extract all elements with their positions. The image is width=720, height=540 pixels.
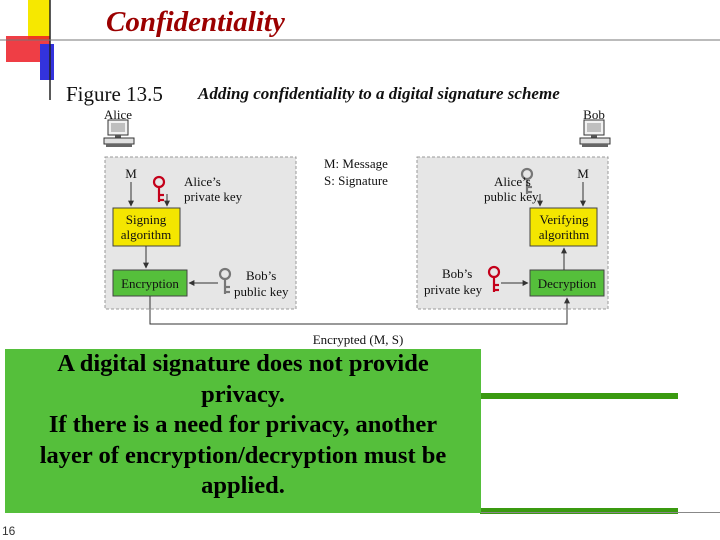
- note-line: layer of encryption/decryption must be: [39, 441, 447, 469]
- diagram-label: algorithm: [121, 227, 172, 242]
- legend-message: M: Message: [324, 156, 388, 171]
- accent-bar: [480, 508, 678, 514]
- diagram-label: private key: [424, 282, 483, 297]
- slide-title: Confidentiality: [106, 6, 285, 38]
- accent-bar: [480, 393, 678, 399]
- encryption-box: [112, 269, 188, 297]
- diagram-label: public key: [484, 189, 539, 204]
- alice-label: Alice: [104, 107, 132, 122]
- figure-number: Figure 13.5: [66, 82, 163, 106]
- signing-algorithm-box: [112, 207, 181, 247]
- diagram-label: Encryption: [121, 276, 179, 291]
- diagram-label: Signing: [126, 212, 167, 227]
- corner-decoration: [0, 0, 720, 100]
- note-line: A digital signature does not provide: [57, 350, 429, 377]
- decryption-box: [529, 269, 605, 297]
- legend-signature: S: Signature: [324, 173, 388, 188]
- diagram-label: Alice’s: [184, 174, 221, 189]
- diagram-label: Bob’s: [442, 266, 472, 281]
- diagram-label: Verifying: [539, 212, 589, 227]
- note-callout: A digital signature does not provide pri…: [5, 349, 481, 513]
- note-line: privacy.: [201, 380, 285, 408]
- diagram-label: Alice’s: [494, 174, 531, 189]
- signature-diagram: Alice Bob M M M: Message S: Signature Si…: [103, 107, 611, 347]
- figure-caption: Adding confidentiality to a digital sign…: [198, 84, 560, 103]
- message-label-left: M: [125, 166, 137, 181]
- bob-computer-icon: [579, 119, 611, 148]
- diagram-label: algorithm: [539, 227, 590, 242]
- encrypted-label: Encrypted (M, S): [313, 332, 404, 347]
- diagram-label: private key: [184, 189, 243, 204]
- slide-number: 16: [2, 524, 16, 538]
- note-line: applied.: [201, 472, 285, 499]
- verifying-algorithm-box: [529, 207, 598, 247]
- diagram-label: Decryption: [538, 276, 597, 291]
- diagram-label: public key: [234, 284, 289, 299]
- bob-label: Bob: [583, 107, 605, 122]
- note-line: If there is a need for privacy, another: [48, 411, 438, 438]
- alice-computer-icon: [103, 119, 135, 148]
- message-label-right: M: [577, 166, 589, 181]
- diagram-label: Bob’s: [246, 268, 276, 283]
